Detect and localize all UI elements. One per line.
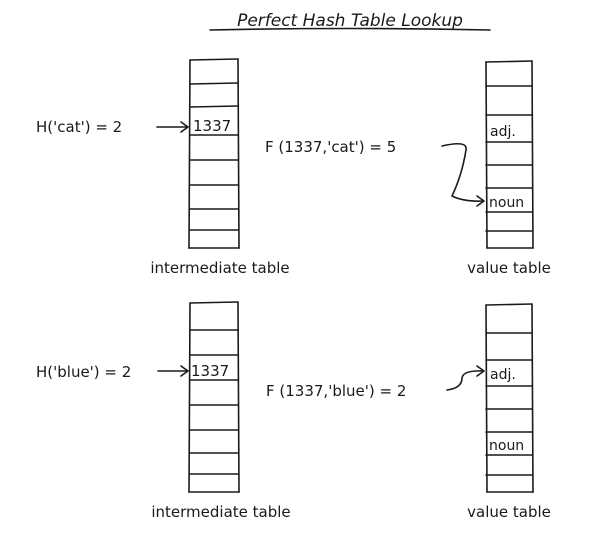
intermediate-table-2 [188, 301, 240, 493]
diagram-title: Perfect Hash Table Lookup [237, 11, 463, 31]
example-cat: 1337 H('cat') = 2 intermediate table F (… [36, 58, 551, 277]
intermediate-table-label-1: intermediate table [150, 259, 289, 277]
value-table-label-2: value table [467, 503, 551, 521]
title-underline [209, 27, 491, 31]
value-table-label-1: value table [467, 259, 551, 277]
intermediate-cell-value-1: 1337 [193, 117, 231, 135]
value-cell-2-5: noun [489, 438, 524, 454]
arrow-hash-to-intermediate-1 [156, 121, 189, 133]
intermediate-cell-value-2: 1337 [191, 362, 229, 380]
arrow-f-to-value-1 [441, 142, 485, 207]
intermediate-table-label-2: intermediate table [151, 503, 290, 521]
value-table-1 [485, 60, 534, 249]
hash-expression-2: H('blue') = 2 [36, 363, 131, 381]
arrow-f-to-value-2 [446, 365, 485, 391]
intermediate-table-1 [188, 58, 240, 249]
value-cell-1-5: noun [489, 195, 524, 211]
f-expression-1: F (1337,'cat') = 5 [265, 138, 396, 156]
value-cell-2-2: adj. [490, 367, 516, 383]
hash-expression-1: H('cat') = 2 [36, 118, 122, 136]
example-blue: 1337 H('blue') = 2 intermediate table F … [36, 301, 551, 521]
arrow-hash-to-intermediate-2 [157, 365, 189, 377]
value-table-2 [485, 303, 534, 493]
value-cell-1-2: adj. [490, 124, 516, 140]
f-expression-2: F (1337,'blue') = 2 [266, 382, 406, 400]
